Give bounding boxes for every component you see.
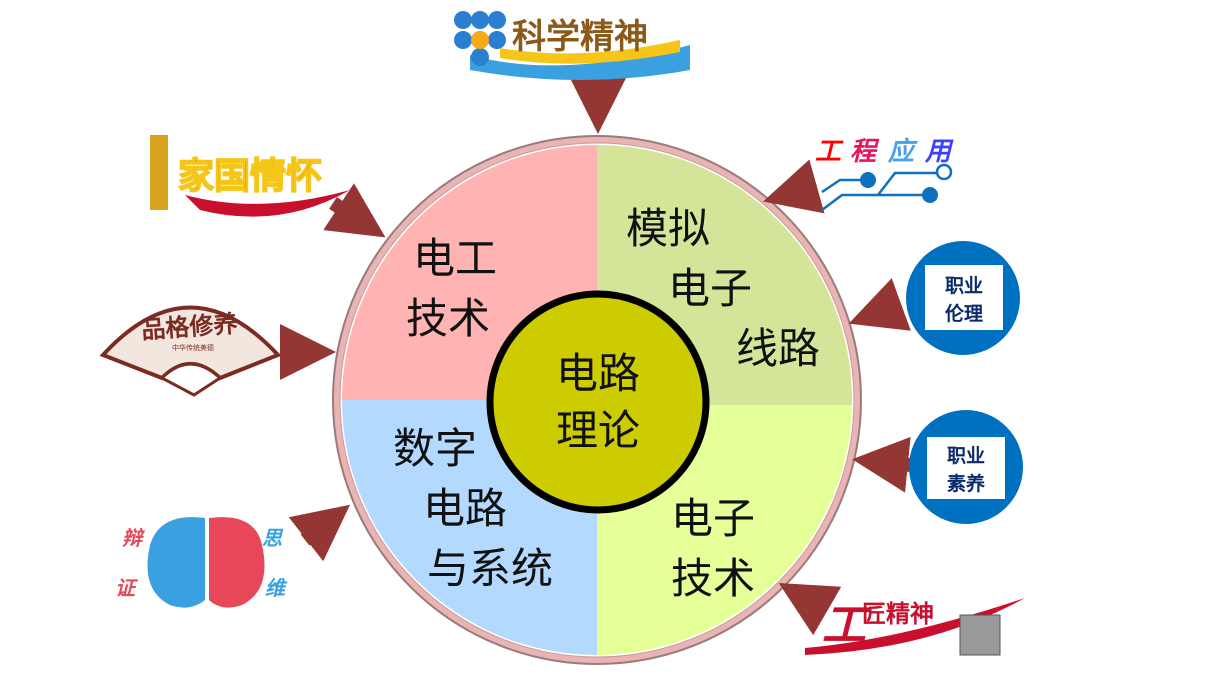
arrow-craftsman xyxy=(778,582,842,636)
engineering-char3: 应 xyxy=(887,137,918,167)
tl-line2: 技术 xyxy=(406,294,490,343)
dialectic-char4: 维 xyxy=(265,576,288,600)
patriotism-text: 家国情怀 xyxy=(178,156,322,197)
dialectic-char1: 辩 xyxy=(122,526,145,550)
ethics-line2: 伦理 xyxy=(945,302,983,325)
arrow-engineering xyxy=(763,159,825,214)
center-line1: 电路 xyxy=(556,349,640,398)
tl-line1: 电工 xyxy=(413,234,497,283)
ethics-line1: 职业 xyxy=(945,275,983,297)
craftsman-logo: 工 匠精神 xyxy=(805,598,1025,656)
ethics-badge: 职业 伦理 xyxy=(906,241,1020,355)
dialectic-char3: 思 xyxy=(262,526,284,550)
dialectic-char2: 证 xyxy=(115,576,139,600)
br-line1: 电子 xyxy=(671,494,755,543)
quality-line2: 素养 xyxy=(947,472,985,495)
arrow-quality xyxy=(852,436,911,493)
science-spirit-text: 科学精神 xyxy=(512,17,648,57)
arrow-patriotism xyxy=(323,183,386,238)
patriotism-logo: 家国情怀 xyxy=(150,135,350,217)
arrow-ethics xyxy=(848,278,911,331)
quality-badge: 职业 素养 xyxy=(909,410,1023,524)
engineering-logo: 工 程 应 用 xyxy=(815,137,954,211)
tr-line1: 模拟 xyxy=(626,204,710,253)
bl-line2: 电路 xyxy=(423,484,507,533)
craftsman-text: 匠精神 xyxy=(862,600,934,628)
engineering-char4: 用 xyxy=(924,137,954,167)
quality-line1: 职业 xyxy=(947,445,985,467)
arrows xyxy=(280,78,911,636)
br-line2: 技术 xyxy=(671,554,755,603)
tr-line3: 线路 xyxy=(736,324,820,373)
character-fan-logo: 品格修养 中华传统美德 xyxy=(99,305,282,397)
center-circle xyxy=(486,290,710,514)
craftsman-prefix: 工 xyxy=(822,600,871,651)
science-spirit-logo: 科学精神 xyxy=(454,11,690,80)
engineering-char2: 程 xyxy=(850,137,880,167)
character-text: 品格修养 xyxy=(141,309,239,345)
dialectic-brain-logo: 辩 证 思 维 xyxy=(115,517,288,608)
center-line2: 理论 xyxy=(556,406,640,455)
engineering-char1: 工 xyxy=(815,137,844,167)
bl-line1: 数字 xyxy=(393,424,477,473)
arrow-dialectic xyxy=(288,504,351,562)
bl-line3: 与系统 xyxy=(427,544,553,593)
character-subtext: 中华传统美德 xyxy=(172,343,214,352)
tr-line2: 电子 xyxy=(668,264,752,313)
